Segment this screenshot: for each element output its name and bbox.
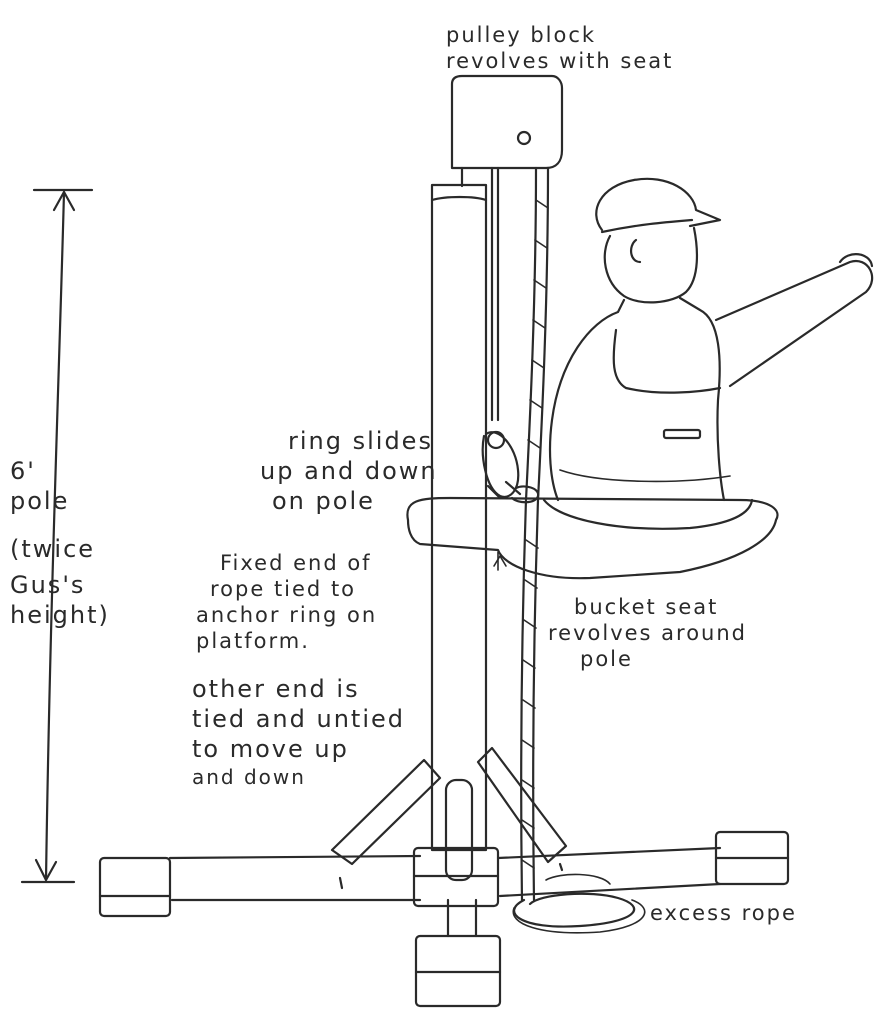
seated-person: [550, 179, 872, 500]
sliding-ring: [483, 432, 538, 502]
bucket-seat: [407, 498, 777, 578]
other-end-label: other end is tied and untied to move up …: [192, 674, 405, 790]
pulley-block: [452, 76, 562, 420]
main-pole: [432, 185, 486, 880]
pole-height-label: 6' pole (twice Gus's height): [10, 456, 110, 630]
fixed-end-label: Fixed end of rope tied to anchor ring on…: [196, 550, 377, 654]
pulley-label: pulley block revolves with seat: [446, 22, 673, 74]
ring-label: ring slides up and down on pole: [260, 426, 438, 516]
excess-rope-label: excess rope: [650, 900, 797, 926]
bucket-seat-label: bucket seat revolves around pole: [548, 594, 747, 672]
